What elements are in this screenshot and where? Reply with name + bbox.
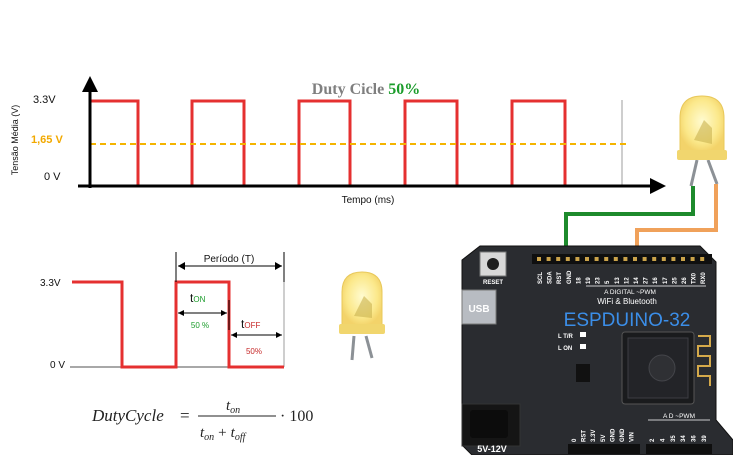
formula-lhs: DutyCycle	[91, 406, 164, 425]
pin-label: 18	[576, 277, 582, 284]
bottom-chart: 3.3V 0 V Período (T) tON 50 % tOFF 50%	[40, 252, 285, 371]
pin-hole	[585, 257, 589, 261]
top-tick-high: 3.3V	[33, 94, 56, 106]
pin-hole	[594, 257, 599, 261]
pin-label: 27	[644, 277, 650, 284]
bottom-power-header	[568, 444, 640, 454]
pin-label: RST	[582, 430, 588, 442]
bottom-tick-low: 0 V	[50, 360, 65, 371]
formula-eq: =	[180, 406, 190, 425]
antenna-trace	[697, 335, 711, 386]
t-on-percent: 50 %	[191, 321, 209, 330]
pin-label: GND	[620, 428, 626, 442]
power-label: 5V-12V	[477, 444, 507, 454]
pin-hole	[633, 257, 637, 261]
led-on-label: L ON	[558, 346, 572, 352]
led-on	[580, 344, 586, 349]
pin-label: 39	[702, 435, 708, 442]
top-tick-low: 0 V	[44, 171, 61, 183]
pin-hole	[546, 257, 551, 261]
pin-hole	[690, 257, 695, 261]
led-middle	[339, 271, 385, 361]
pin-hole	[652, 257, 657, 261]
pin-label: 17	[663, 277, 669, 284]
formula-numerator: ton	[226, 398, 240, 416]
pin-label: TX0	[692, 272, 698, 284]
pin-hole	[681, 257, 685, 261]
pin-label: 16	[653, 277, 659, 284]
top-chart-xlabel: Tempo (ms)	[342, 195, 395, 206]
t-off-percent: 50%	[246, 347, 262, 356]
top-x-arrow	[650, 178, 666, 194]
led-top	[677, 95, 727, 187]
pin-label: RX0	[701, 272, 707, 284]
pin-label: 3.3V	[591, 430, 597, 442]
pin-hole	[661, 257, 666, 261]
pin-label: 0	[572, 438, 578, 442]
period-label: Período (T)	[204, 254, 255, 265]
wire-gnd-green	[564, 186, 695, 266]
pin-label: SCL	[538, 272, 544, 284]
t-on-label: tON	[190, 291, 206, 305]
led-ltr	[580, 332, 586, 337]
pin-hole	[642, 257, 647, 261]
top-pin-holes	[537, 257, 705, 261]
top-chart-ylabel: Tensão Média (V)	[10, 105, 20, 176]
pin-label: 34	[681, 435, 687, 442]
pin-label: 26	[682, 277, 688, 284]
pin-hole	[556, 257, 561, 261]
formula-mult: · 100	[280, 408, 313, 425]
pin-label: 5	[605, 280, 611, 284]
pin-label: 35	[671, 435, 677, 442]
bottom-pwm-waveform	[72, 280, 284, 369]
formula-denominator: ton+toff	[200, 425, 247, 443]
top-header	[532, 254, 712, 264]
pin-label: 19	[586, 277, 592, 284]
pin-label: VIN	[630, 432, 636, 442]
bottom-tick-high: 3.3V	[40, 278, 61, 289]
small-chip	[576, 364, 590, 382]
board-subtitle: WiFi & Bluetooth	[597, 297, 657, 306]
duty-cycle-formula: DutyCycle = ton ton+toff · 100	[91, 398, 313, 443]
pin-hole	[613, 257, 618, 261]
pin-label: 36	[692, 435, 698, 442]
bottom-analog-header	[646, 444, 712, 454]
pin-hole	[604, 257, 609, 261]
pin-hole	[537, 257, 541, 261]
t-off-label: tOFF	[241, 317, 260, 331]
pin-label: 5V	[601, 435, 607, 442]
led-ltr-label: L T/R	[558, 334, 574, 340]
pin-label: RST	[557, 272, 563, 284]
pin-label: SDA	[548, 271, 554, 284]
pin-label: 13	[615, 277, 621, 284]
pin-hole	[575, 257, 580, 261]
pin-label: 2	[650, 438, 656, 442]
usb-label: USB	[468, 304, 489, 315]
top-tick-mid: 1,65 V	[31, 134, 63, 146]
top-y-arrow	[82, 76, 98, 92]
pin-hole	[671, 257, 676, 261]
reset-label: RESET	[483, 280, 503, 286]
pin-label: 23	[596, 277, 602, 284]
pin-label: GND	[567, 270, 573, 284]
analog-label: A D ~PWM	[663, 413, 695, 420]
pin-hole	[623, 257, 628, 261]
pin-label: 4	[660, 438, 666, 442]
pin-hole	[565, 257, 570, 261]
pin-label: 25	[672, 277, 678, 284]
digital-label: A DIGITAL ~PWM	[604, 289, 656, 296]
pin-label: 14	[634, 277, 640, 284]
pin-label: 12	[624, 277, 630, 284]
pin-hole	[700, 257, 705, 261]
pin-label: GND	[610, 428, 616, 442]
usb-connector	[461, 289, 497, 325]
board-name: ESPDUINO-32	[564, 310, 691, 331]
